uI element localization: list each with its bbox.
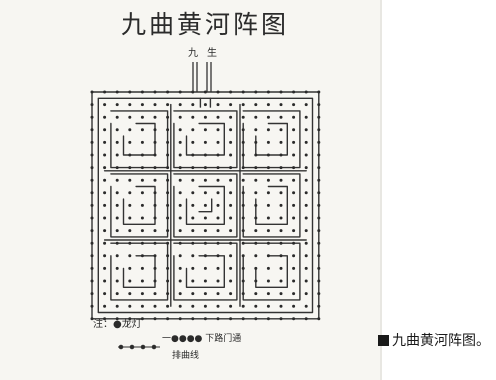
legend-note-curve: 排曲线 — [172, 349, 199, 361]
entrance-label-left: 九 — [188, 47, 198, 59]
legend-note-path: 一●●●● 下路门通 — [162, 332, 241, 344]
paper-edge — [380, 0, 382, 380]
legend-note-lamps: 注：●龙灯 — [93, 317, 142, 330]
caption-text: 九曲黄河阵图。 — [392, 333, 490, 349]
nine-bend-yellow-river-maze-diagram: 九 生 注：●龙灯 一●●●● 下路门通 排曲线 — [90, 46, 321, 361]
entrance-gate — [192, 62, 212, 92]
entrance-label-right: 生 — [207, 46, 217, 59]
legend-dot-chain — [118, 344, 160, 350]
lamp-dots — [90, 90, 321, 321]
diagram-title: 九曲黄河阵图 — [120, 10, 289, 39]
black-square-icon — [378, 335, 389, 346]
figure-caption: 九曲黄河阵图。 — [378, 330, 490, 350]
